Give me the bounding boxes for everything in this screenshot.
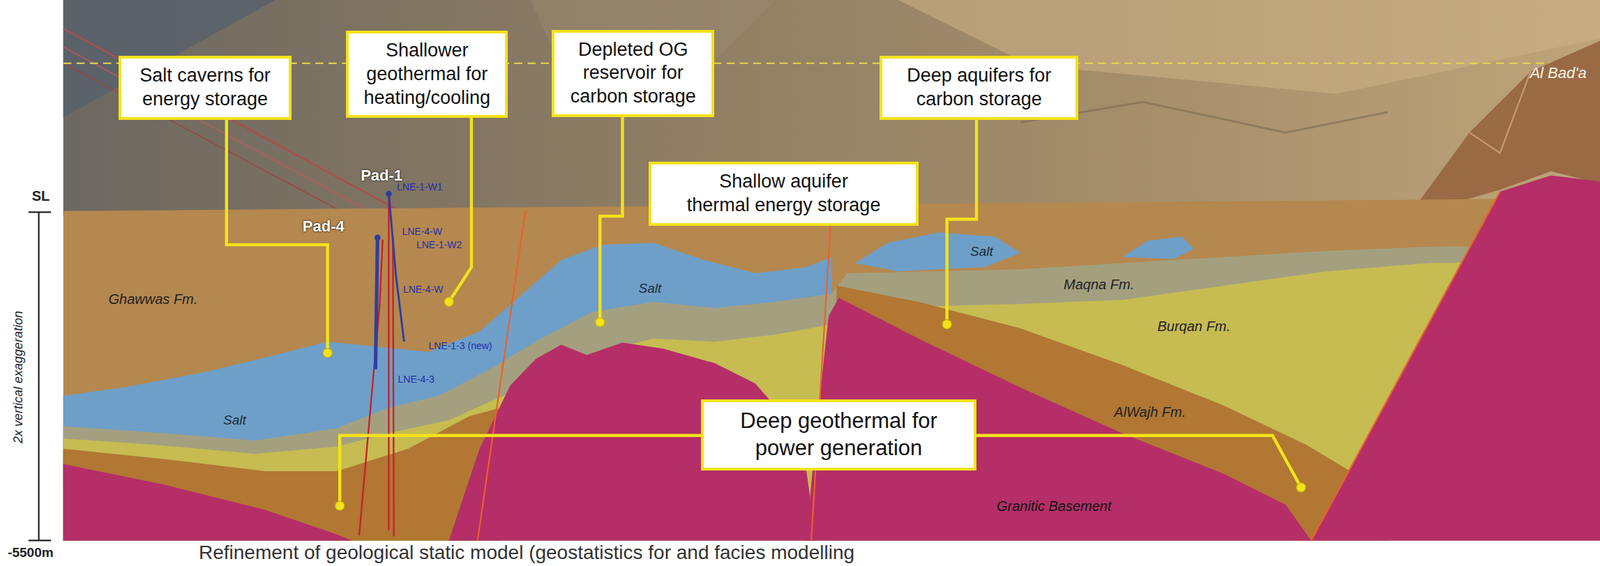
well-label: LNE-1-3 (new) <box>428 340 492 352</box>
well-trajectory <box>375 237 378 370</box>
callout-box: Salt caverns for energy storage <box>118 55 292 120</box>
well-trajectory <box>392 236 394 537</box>
callout-text: Salt caverns for energy storage <box>129 64 281 112</box>
callout-box: Deep geothermal for power generation <box>700 399 977 471</box>
mountain-outcrop <box>1469 71 1531 153</box>
scale-bar <box>28 539 51 542</box>
well-label: LNE-4-W <box>401 225 443 238</box>
formation-label: Salt <box>970 244 994 260</box>
well-trajectory <box>388 193 404 342</box>
fault-line <box>477 209 526 541</box>
granitic-basement <box>63 464 353 542</box>
salt-lens <box>1122 236 1194 259</box>
formation-label: Salt <box>223 412 247 429</box>
well-label: LNE-1-W1 <box>396 181 443 193</box>
formation-label: AlWajh Fm. <box>1113 404 1186 421</box>
leader-dot <box>595 318 605 328</box>
scale-label: SL <box>32 187 51 204</box>
scale-bar <box>37 212 40 541</box>
callout-text: Shallower geothermal for heating/cooling <box>357 39 497 110</box>
well-trajectory <box>359 239 383 536</box>
formation-label: Ghawwas Fm. <box>108 290 199 307</box>
leader-dot <box>942 320 952 330</box>
leader-line <box>947 92 977 326</box>
leader-dot <box>444 297 454 307</box>
callout-box: Deep aquifers for carbon storage <box>879 55 1079 120</box>
leader-line <box>599 81 623 323</box>
scale-label: 2x vertical exaggeration <box>11 311 26 444</box>
callout-box: Shallower geothermal for heating/cooling <box>345 30 508 118</box>
alwajh-formation <box>63 408 501 541</box>
callout-text: Shallow aquifer thermal energy storage <box>684 170 884 218</box>
callout-text: Deep aquifers for carbon storage <box>899 64 1060 112</box>
fault-line <box>1311 191 1501 541</box>
well-label: LNE-1-W2 <box>416 239 462 251</box>
formation-label: Burqan Fm. <box>1157 318 1230 335</box>
leader-dot <box>322 348 332 358</box>
formation-label: Salt <box>638 281 662 297</box>
caption-text: Refinement of geological static model (g… <box>198 542 855 565</box>
well-label: LNE-4-3 <box>398 373 435 386</box>
pad-label: Pad-1 <box>360 166 403 185</box>
pad-label: Pad-4 <box>302 217 345 236</box>
scale-bar <box>28 211 51 213</box>
leader-dot <box>335 501 345 511</box>
granitic-basement <box>1311 175 1600 542</box>
callout-text: Deep geothermal for power generation <box>723 408 955 463</box>
scale-label: -5500m <box>7 545 54 561</box>
well-label: LNE-4-W <box>403 283 444 296</box>
callout-box: Depleted OG reservoir for carbon storage <box>551 29 715 118</box>
well-pad <box>374 235 381 242</box>
well-trajectory <box>387 193 390 531</box>
leader-dot <box>1296 483 1306 493</box>
formation-label: Granitic Basement <box>996 497 1112 515</box>
salt-lens <box>855 232 1021 273</box>
callout-text: Depleted OG reservoir for carbon storage <box>563 38 704 109</box>
road-line <box>63 46 368 210</box>
dashed-boundary <box>63 62 1600 65</box>
place-label: Al Bad'a <box>1529 64 1587 83</box>
formation-label: Maqna Fm. <box>1063 276 1135 293</box>
callout-box: Shallow aquifer thermal energy storage <box>648 161 918 226</box>
fault-line <box>811 207 832 541</box>
road-line <box>63 63 339 211</box>
well-pad <box>385 191 392 198</box>
